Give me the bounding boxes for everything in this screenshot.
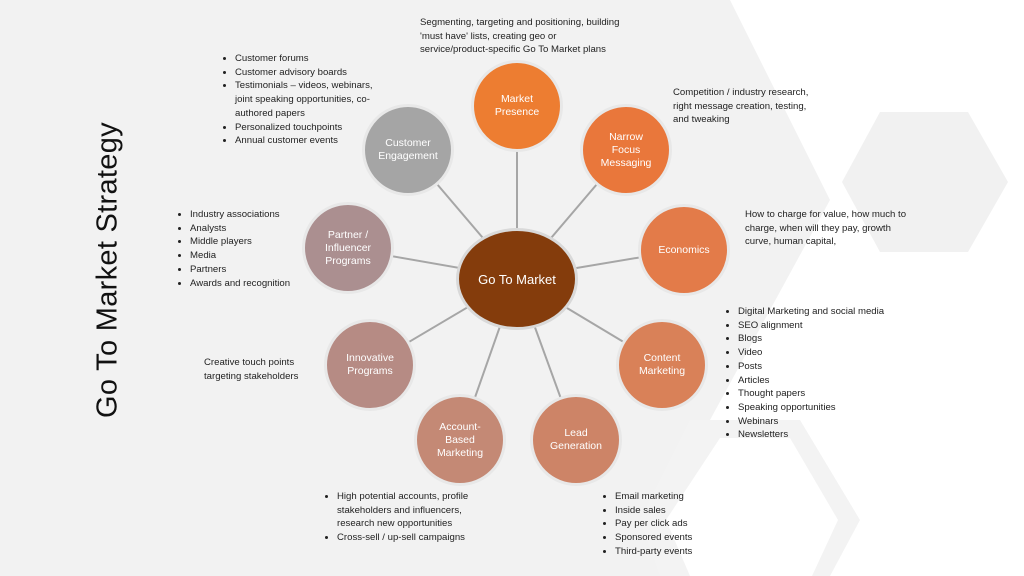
background-hexagon-right [842,112,1008,252]
list-lead-generation: Email marketing Inside sales Pay per cli… [599,490,719,559]
node-label-innovative: Innovative Programs [346,352,394,377]
note-narrow-focus: Competition / industry research, right m… [673,87,809,126]
note-innovative: Creative touch points targeting stakehol… [204,357,299,382]
list-item: Thought papers [738,387,902,401]
list-item: Third-party events [615,545,719,559]
node-label-account-based: Account- Based Marketing [436,420,484,459]
node-label-content-marketing: Content Marketing [638,352,686,377]
list-item: Media [190,249,314,263]
list-item: Digital Marketing and social media [738,305,902,319]
list-item: Middle players [190,235,314,249]
list-item: Partners [190,263,314,277]
node-label-customer-engagement: Customer Engagement [378,137,438,162]
list-item: Customer forums [235,52,387,66]
list-item: Cross-sell / up-sell campaigns [337,531,481,545]
list-item: Sponsored events [615,531,719,545]
list-item: Customer advisory boards [235,66,387,80]
node-label-narrow-focus: Narrow Focus Messaging [600,130,652,169]
center-node-go-to-market[interactable]: Go To Market [456,228,578,330]
list-item: Video [738,346,902,360]
list-item: Webinars [738,415,902,429]
node-label-partner: Partner / Influencer Programs [324,228,372,267]
list-partner: Industry associations Analysts Middle pl… [174,208,314,290]
node-label-economics: Economics [658,243,710,256]
list-content-marketing: Digital Marketing and social media SEO a… [722,305,902,442]
note-market-presence: Segmenting, targeting and positioning, b… [420,17,620,56]
list-item: Annual customer events [235,134,387,148]
node-label-market-presence: Market Presence [494,93,540,118]
list-item: Awards and recognition [190,277,314,291]
node-customer-engagement[interactable]: Customer Engagement [362,104,454,196]
list-item: Newsletters [738,428,902,442]
list-item: Blogs [738,332,902,346]
page-title: Go To Market Strategy [91,122,124,418]
node-narrow-focus-messaging[interactable]: Narrow Focus Messaging [580,104,672,196]
list-item: Industry associations [190,208,314,222]
node-market-presence[interactable]: Market Presence [471,60,563,152]
list-item: Testimonials – videos, webinars, joint s… [235,79,387,120]
node-lead-generation[interactable]: Lead Generation [530,394,622,486]
list-account-based: High potential accounts, profile stakeho… [321,490,481,545]
node-partner-influencer-programs[interactable]: Partner / Influencer Programs [302,202,394,294]
list-item: Analysts [190,222,314,236]
node-label-lead-generation: Lead Generation [550,427,602,452]
background-hexagon-bottom-inner [666,438,838,576]
list-customer-engagement: Customer forums Customer advisory boards… [219,52,387,148]
node-content-marketing[interactable]: Content Marketing [616,319,708,411]
list-item: Articles [738,374,902,388]
list-item: Personalized touchpoints [235,121,387,135]
list-item: High potential accounts, profile stakeho… [337,490,481,531]
list-item: Inside sales [615,504,719,518]
note-economics: How to charge for value, how much to cha… [745,209,907,248]
list-item: Pay per click ads [615,517,719,531]
list-item: Email marketing [615,490,719,504]
center-node-label: Go To Market [478,271,556,287]
list-item: Posts [738,360,902,374]
list-item: SEO alignment [738,319,902,333]
list-item: Speaking opportunities [738,401,902,415]
node-economics[interactable]: Economics [638,204,730,296]
node-innovative-programs[interactable]: Innovative Programs [324,319,416,411]
node-account-based-marketing[interactable]: Account- Based Marketing [414,394,506,486]
